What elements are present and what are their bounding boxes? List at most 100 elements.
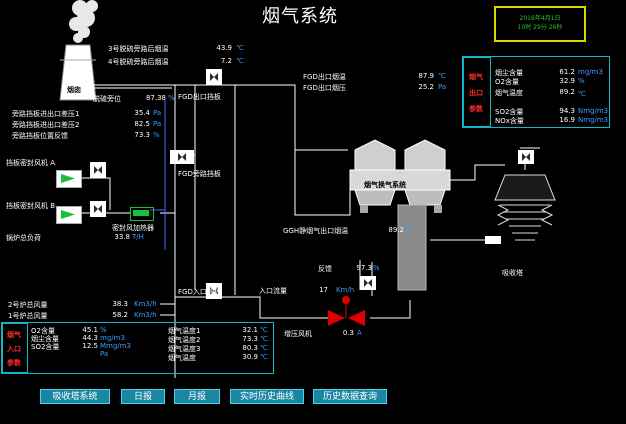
inlet-so2-label: SO2含量 xyxy=(31,343,60,351)
flow-value: 17 xyxy=(319,286,328,294)
heater-value: 33.8 xyxy=(114,233,130,241)
fan-a[interactable] xyxy=(56,170,82,188)
inlet-t1-label: 烟气温度1 xyxy=(168,327,201,335)
fgd-out-temp-value: 87.9 xyxy=(418,72,434,80)
bypass-pos-unit: % xyxy=(168,94,175,102)
outlet-side-3: 参数 xyxy=(469,105,483,113)
damper-icon xyxy=(210,287,218,295)
nav-history-query[interactable]: 历史数据查询 xyxy=(313,389,387,404)
outlet-side-2: 出口 xyxy=(469,89,483,97)
heater-unit: T/H xyxy=(132,233,144,241)
absorber-label: 吸收塔 xyxy=(502,269,523,277)
boiler2-air-value: 38.3 xyxy=(112,300,128,308)
inlet-t2-unit: ℃ xyxy=(260,335,268,343)
valve-icon xyxy=(364,279,372,287)
ggh-temp-value: 89.2 xyxy=(388,226,404,234)
boiler2-air-unit: Km3/h xyxy=(134,300,157,308)
out-nox-label: NOx含量 xyxy=(495,117,524,125)
inlet-so2-value: 12.5 xyxy=(82,342,98,350)
inlet-side-2: 入口 xyxy=(7,345,21,353)
inlet-t-unit: ℃ xyxy=(260,353,268,361)
fgd-out-press-unit: Pa xyxy=(438,83,447,91)
out-dust-value: 61.2 xyxy=(559,68,575,76)
out-o2-label: O2含量 xyxy=(495,78,519,86)
boiler1-air-label: 1号炉总风量 xyxy=(8,312,48,320)
inlet-flow-label: 入口流量 xyxy=(259,287,287,295)
feedback-label: 反馈 xyxy=(318,265,332,273)
out-temp-unit: ℃ xyxy=(578,90,586,98)
out-so2-value: 94.3 xyxy=(559,107,575,115)
booster-fan-label: 增压风机 xyxy=(284,330,312,338)
inlet-side-box: 烟气 入口 参数 xyxy=(2,323,28,373)
nav-monthly-report[interactable]: 月报 xyxy=(174,389,220,404)
feedback-value: 97.3 xyxy=(356,264,372,272)
fgd-bypass-damper-label: FGD旁路挡板 xyxy=(178,170,221,178)
bypass-pos-value: 87.38 xyxy=(145,94,166,102)
out-o2-value: 32.9 xyxy=(559,77,575,85)
smoke-plume xyxy=(69,0,98,43)
fgd-inlet-damper[interactable] xyxy=(206,283,222,299)
inlet-side-3: 参数 xyxy=(7,359,21,367)
valve-fan-b[interactable] xyxy=(90,201,106,217)
current-unit: A xyxy=(357,329,362,337)
inlet-dust-value: 44.3 xyxy=(82,334,98,342)
inlet-t2-label: 烟气温度2 xyxy=(168,336,201,344)
fgd-bypass-damper[interactable] xyxy=(170,150,194,164)
booster-fan xyxy=(328,296,365,326)
bypass-pos-fb-unit: % xyxy=(153,131,160,139)
bypass-dp2-label: 旁路挡板进出口差压2 xyxy=(12,121,80,129)
inlet-side-1: 烟气 xyxy=(7,331,21,339)
temp4-value: 7.2 xyxy=(220,57,232,65)
out-so2-label: SO2含量 xyxy=(495,108,524,116)
flow-unit: Km/h xyxy=(336,286,355,294)
out-dust-unit: mg/m3 xyxy=(578,68,603,76)
chimney-label: 烟囱 xyxy=(67,86,81,94)
seal-air-heater[interactable] xyxy=(130,207,154,221)
clock-time: 10时 29分 26秒 xyxy=(517,24,563,31)
nav-realtime-trend[interactable]: 实时历史曲线 xyxy=(230,389,304,404)
out-temp-label: 烟气温度 xyxy=(495,89,523,97)
inlet-t1-value: 32.1 xyxy=(242,326,258,334)
fan-a-icon xyxy=(61,174,75,183)
inlet-t-label: 烟气温度 xyxy=(168,354,196,362)
booster-inlet-valve[interactable] xyxy=(360,276,376,290)
bypass-dp2-unit: Pa xyxy=(153,120,162,128)
inlet-o2-value: 45.1 xyxy=(82,326,98,334)
fan-b-icon xyxy=(61,210,75,219)
clock-date: 2016年4月1日 xyxy=(519,15,561,22)
nav-absorber-system[interactable]: 吸收塔系统 xyxy=(40,389,110,404)
temp4-unit: ℃ xyxy=(236,57,244,65)
inlet-t3-value: 80.3 xyxy=(242,344,258,352)
absorber-valve[interactable] xyxy=(518,150,534,164)
absorber-vessel xyxy=(397,204,427,291)
out-dust-label: 烟尘含量 xyxy=(495,69,523,77)
outlet-side-1: 烟气 xyxy=(469,73,483,81)
bypass-pos-label: 脱硫旁位 xyxy=(93,95,121,103)
bypass-dp1-label: 旁路挡板进出口差压1 xyxy=(12,110,80,118)
ggh-temp-unit: ℃ xyxy=(404,226,412,234)
boiler1-air-value: 58.2 xyxy=(112,311,128,319)
boiler1-air-unit: Km3/h xyxy=(134,311,157,319)
ggh-exchanger xyxy=(349,139,451,213)
inlet-params-panel: 烟气 入口 参数 O2含量 45.1 % 烟尘含量 44.3 mg/m3 SO2… xyxy=(1,322,274,374)
valve-fan-a[interactable] xyxy=(90,162,106,178)
fgd-outlet-damper[interactable] xyxy=(206,69,222,85)
ggh-temp-label: GGH静烟气出口烟温 xyxy=(283,227,349,235)
out-o2-unit: % xyxy=(578,77,585,85)
out-so2-unit: Nmg/m3 xyxy=(578,107,609,115)
bypass-dp1-unit: Pa xyxy=(153,109,162,117)
current-value: 0.3 xyxy=(342,329,354,337)
out-nox-unit: Nmg/m3 xyxy=(578,116,609,124)
inlet-t3-unit: ℃ xyxy=(260,344,268,352)
inlet-o2-label: O2含量 xyxy=(31,327,55,335)
inlet-t3-label: 烟气温度3 xyxy=(168,345,201,353)
chimney xyxy=(59,44,97,101)
temp3-unit: ℃ xyxy=(236,44,244,52)
fan-b[interactable] xyxy=(56,206,82,224)
bypass-dp1-value: 35.4 xyxy=(134,109,150,117)
nav-daily-report[interactable]: 日报 xyxy=(121,389,165,404)
boiler2-air-label: 2号炉总风量 xyxy=(8,301,48,309)
fgd-inlet-damper-label: FGD入口挡板 xyxy=(178,288,221,296)
fgd-out-press-label: FGD出口烟压 xyxy=(303,84,346,92)
